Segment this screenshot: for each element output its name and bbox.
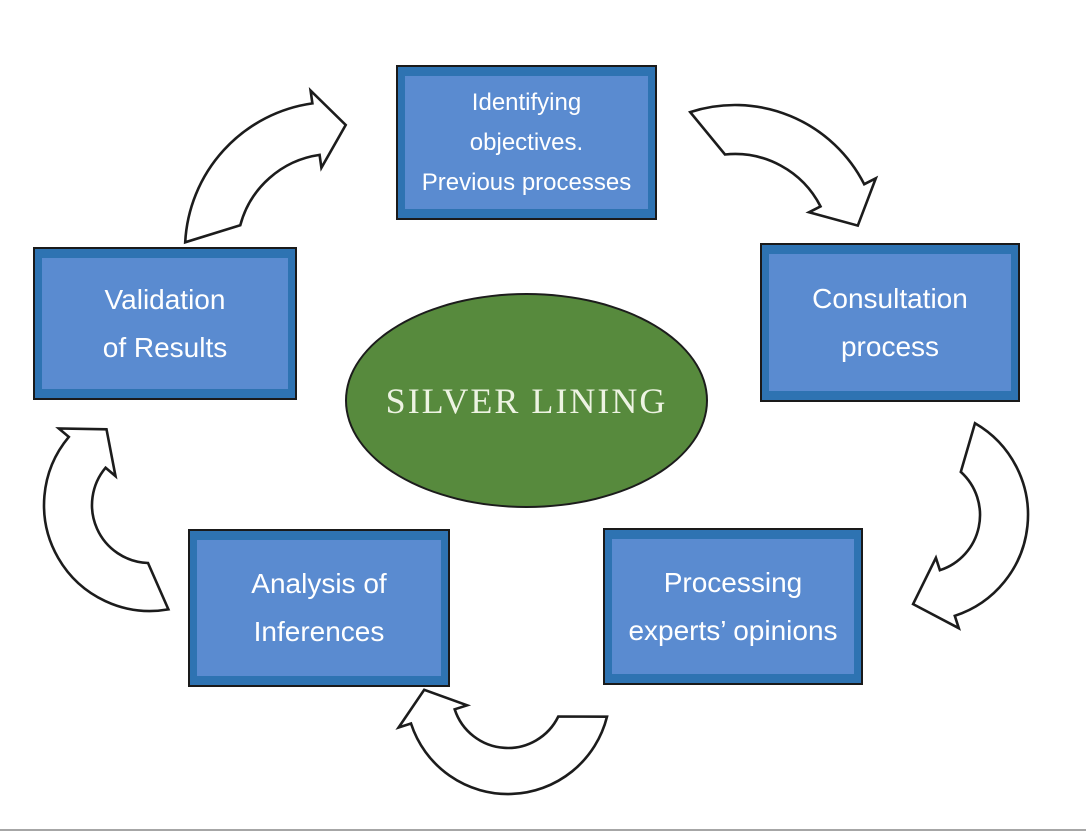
- curved-arrow-consultation-process-to-processing-experts-opinions: [911, 421, 1030, 631]
- node-body: Processing experts’ opinions: [612, 539, 854, 674]
- node-body: Consultation process: [769, 254, 1011, 391]
- node-body: Identifying objectives. Previous process…: [405, 76, 648, 209]
- node-label-line: experts’ opinions: [628, 614, 838, 646]
- node-analysis-of-inferences: Analysis of Inferences: [188, 529, 450, 687]
- node-label-line: Processing: [663, 566, 803, 598]
- node-label-line: Analysis of: [251, 568, 387, 599]
- node-label-line: Validation: [104, 283, 226, 315]
- node-label-line: Consultation: [812, 282, 968, 314]
- node-consultation-process: Consultation process: [760, 243, 1020, 402]
- node-body: Analysis of Inferences: [197, 540, 441, 676]
- node-label-line: Previous processes: [421, 168, 632, 196]
- curved-arrow-processing-experts-opinions-to-analysis-of-inferences: [395, 688, 609, 796]
- node-label-line: Identifying: [471, 88, 582, 116]
- center-ellipse-label: SILVER LINING: [385, 380, 668, 421]
- node-validation-of-results: Validation of Results: [33, 247, 297, 400]
- curved-arrow-analysis-of-inferences-to-validation-of-results: [42, 427, 171, 613]
- node-label-line: objectives.: [469, 128, 584, 156]
- node-label-line: process: [840, 330, 940, 362]
- curved-arrow-identifying-objectives-to-consultation-process: [687, 103, 879, 228]
- page-bottom-rule: [0, 829, 1086, 831]
- node-processing-experts-opinions: Processing experts’ opinions: [603, 528, 863, 685]
- node-identifying-objectives: Identifying objectives. Previous process…: [396, 65, 657, 220]
- node-body: Validation of Results: [42, 258, 288, 389]
- node-label-line: Inferences: [253, 616, 385, 647]
- curved-arrow-validation-of-results-to-identifying-objectives: [183, 86, 348, 245]
- node-label-line: of Results: [102, 331, 228, 363]
- center-ellipse: SILVER LINING: [345, 293, 708, 508]
